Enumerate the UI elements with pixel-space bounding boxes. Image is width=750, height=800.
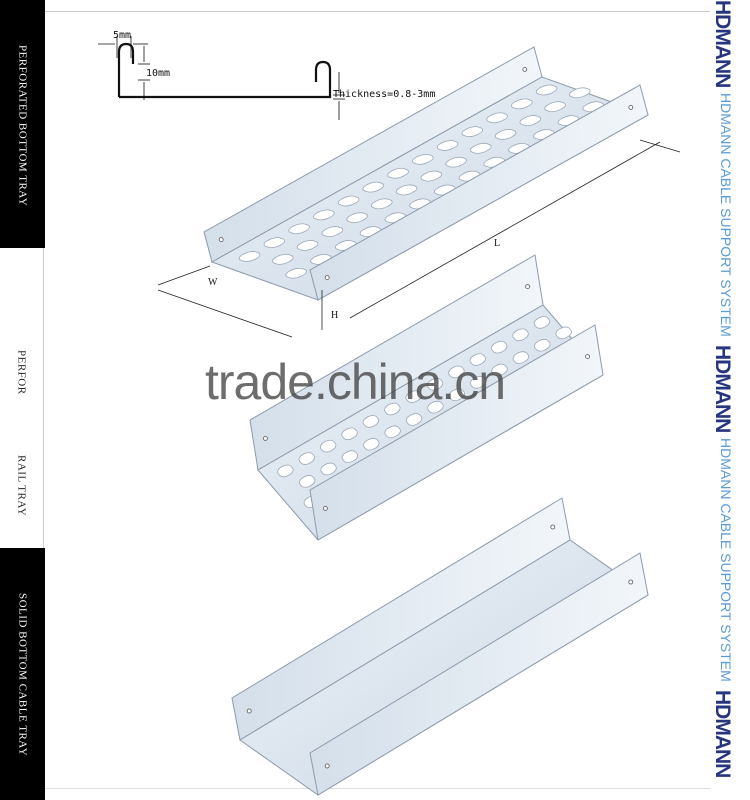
slot [285,222,313,235]
section-label: PERFORATED BOTTOM TRAY [16,45,29,207]
divider [45,11,710,12]
slot [508,97,536,110]
slot [446,364,466,380]
solid-bottom-tray [231,497,649,796]
brand-logo: HDMANN [711,0,734,88]
slot [468,352,488,368]
slot [361,413,381,429]
bolt-hole [628,105,634,110]
brand-strip: HDMANN HDMANN CABLE SUPPORT SYSTEM HDMANN H… [711,0,750,778]
perforated-bottom-tray [204,47,648,300]
slot [360,181,388,194]
near-side-wall [309,552,649,796]
section-label-start: PERFOR [15,350,28,395]
slot [532,314,552,330]
slot [425,376,445,392]
slot [383,424,403,440]
slot [511,327,531,343]
slot [467,142,495,155]
slot [489,339,509,355]
slot [340,426,360,442]
brand-logo: HDMANN [711,690,734,778]
brand-logo: HDMANN [711,345,734,433]
bolt-hole [218,237,224,243]
sidebar-section-solid-bottom: SOLID BOTTOM CABLE TRAY [0,548,45,800]
slot [532,337,552,353]
bolt-hole [628,579,634,585]
slot [236,250,264,263]
slot [541,100,569,113]
bolt-hole [585,354,590,360]
slot [361,436,381,452]
slot [282,267,310,280]
width-label: W [208,277,218,288]
slot [492,128,520,141]
slot [319,461,339,477]
slot [343,211,371,224]
perforated-rail-tray [250,255,603,540]
height-label: H [331,310,338,321]
slot [533,84,561,97]
brand-tagline: HDMANN CABLE SUPPORT SYSTEM [718,93,734,338]
slot [310,208,338,221]
sidebar-section-perforated-bottom: PERFORATED BOTTOM TRAY [0,0,45,248]
slot [319,225,347,238]
slot [297,473,317,489]
slot [393,184,421,197]
flange-width-label: 5mm [113,30,131,41]
slot [404,412,424,428]
slot [418,170,446,183]
bolt-hole [550,524,556,530]
divider [45,788,710,789]
bolt-hole [262,435,268,441]
near-side-wall [309,324,604,541]
slot [269,253,297,266]
slot [511,350,531,366]
slot [294,239,322,252]
slot [447,387,467,403]
sidebar-section-rail-tray: PERFOR RAIL TRAY [0,248,44,548]
near-side-wall [309,84,649,301]
bolt-hole [324,275,330,281]
slot [275,463,295,479]
bolt-hole [525,284,530,290]
slot [434,139,462,152]
slot [483,111,511,124]
dimension-lines [157,139,681,338]
bolt-hole [324,763,330,769]
watermark: trade.china.cn [205,354,506,410]
slot [335,195,363,208]
slot [297,451,317,467]
slot [442,156,470,169]
slot [459,125,487,138]
slot [382,401,402,417]
section-label: SOLID BOTTOM CABLE TRAY [16,593,29,757]
slot [384,167,412,180]
slot [368,197,396,210]
slot [318,438,338,454]
profile-cross-section [98,36,345,120]
bolt-hole [322,505,328,511]
slot [468,374,488,390]
slot [261,236,289,249]
lip-height-label: 10mm [146,68,170,79]
slot [340,449,360,465]
bolt-hole [522,67,528,72]
brand-tagline: HDMANN CABLE SUPPORT SYSTEM [718,438,734,683]
slot [554,325,574,341]
thickness-label: Thickness=0.8-3mm [333,89,435,100]
slot [517,114,545,127]
length-label: L [494,238,500,249]
bolt-hole [246,708,252,714]
slot [425,399,445,415]
slot [566,86,594,99]
slot [404,389,424,405]
slot [409,153,437,166]
section-label-end: RAIL TRAY [15,454,28,516]
slot [490,362,510,378]
